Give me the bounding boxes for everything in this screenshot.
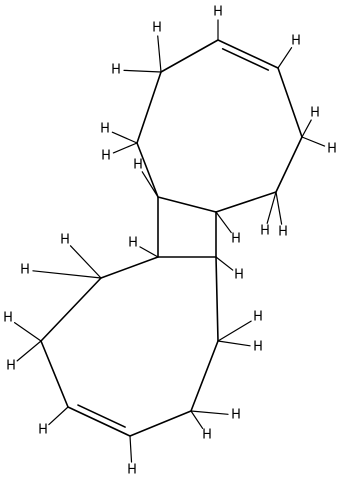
h-bond-C13-18 (48, 406, 69, 426)
h-bond-C6-4 (301, 119, 312, 138)
bond-C15-C16 (190, 340, 219, 412)
hydrogen-label: H (133, 158, 143, 173)
hydrogen-label: H (253, 340, 263, 355)
bond-C8-C1 (157, 196, 217, 213)
bond-C7-C8 (215, 191, 277, 213)
hydrogen-label: H (310, 106, 320, 121)
h-bond-C3-1 (123, 69, 162, 73)
h-bond-C7-6 (275, 191, 283, 225)
bond-C13-C14 (67, 406, 131, 437)
h-bond-C12-16 (13, 321, 42, 342)
h-bond-C2-10 (111, 131, 138, 144)
h-bond-C12-17 (16, 340, 42, 362)
hydrogen-label: H (101, 149, 111, 164)
hydrogen-label: H (213, 5, 223, 20)
hydrogen-label: H (234, 268, 244, 283)
hydrogen-label: H (291, 34, 301, 49)
bond-C2-C3 (136, 71, 162, 144)
hydrogen-label: H (231, 408, 241, 423)
h-bond-C16-23 (217, 340, 251, 347)
double-bond-C4-C5 (221, 47, 270, 71)
hydrogen-label: H (3, 311, 13, 326)
hydrogen-label: H (38, 423, 48, 438)
h-bond-C10-13 (215, 256, 234, 271)
bond-C3-C4 (160, 39, 219, 73)
bond-C5-C6 (277, 67, 303, 138)
h-bond-C11-14 (69, 245, 102, 279)
bond-C11-C12 (40, 277, 102, 342)
bond-C14-C15 (129, 410, 192, 437)
hydrogen-label: H (128, 236, 138, 251)
h-bond-C9-12 (139, 246, 159, 258)
hydrogen-label: H (260, 224, 270, 239)
h-bond-C16-22 (217, 320, 252, 342)
hydrogen-label: H (152, 21, 162, 36)
bond-C4-C5 (217, 39, 279, 69)
h-bond-C15-21 (190, 410, 229, 415)
hydrogen-label: H (278, 225, 288, 240)
hydrogen-label: H (202, 428, 212, 443)
double-bond-C13-C14 (77, 404, 126, 428)
h-bond-C7-7 (266, 191, 277, 224)
h-bond-C6-5 (301, 136, 326, 147)
bond-C1-C2 (136, 142, 159, 198)
h-bond-C11-15 (32, 270, 102, 279)
hydrogen-label: H (100, 122, 110, 137)
hydrogen-label: H (20, 263, 30, 278)
bond-C6-C7 (275, 136, 303, 193)
hydrogen-label: H (111, 63, 121, 78)
h-bond-C8-9 (215, 211, 232, 234)
h-bond-C14-19 (129, 435, 133, 463)
h-bond-C2-11 (112, 142, 138, 154)
bond-C9-C11 (100, 256, 159, 279)
hydrogen-label: H (127, 463, 137, 478)
h-bond-C3-0 (157, 35, 162, 73)
hydrogen-label: H (327, 142, 337, 157)
h-bond-C1-8 (141, 171, 159, 198)
bond-C16-C10 (215, 256, 219, 342)
hydrogen-label: H (231, 232, 241, 247)
h-bond-C5-3 (277, 47, 293, 69)
hydrogen-label: H (253, 310, 263, 325)
bond-C12-C13 (40, 340, 69, 408)
hydrogen-label: H (6, 359, 16, 374)
h-bond-C15-20 (190, 410, 204, 429)
hydrogen-label: H (60, 233, 70, 248)
